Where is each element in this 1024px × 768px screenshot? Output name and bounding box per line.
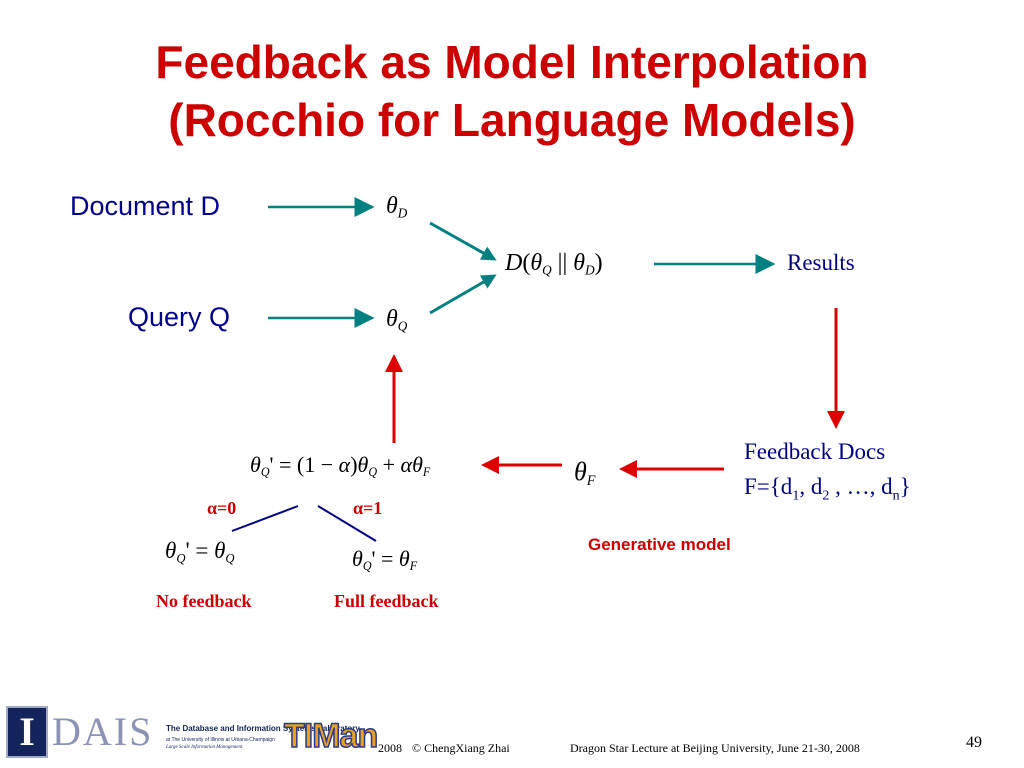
kl-divergence-formula: D(θQ || θD) (505, 250, 603, 278)
arrow-theta-d-to-kl (429, 221, 497, 261)
no-feedback-label: No feedback (156, 591, 252, 611)
illinois-logo: I (6, 706, 48, 758)
branch-line-full-feedback (317, 505, 377, 542)
alpha-one-label: α=1 (353, 498, 383, 518)
generative-model-label: Generative model (588, 535, 731, 554)
dais-logo-tagline: Large Scale Information Management (166, 745, 243, 750)
alpha-zero-label: α=0 (207, 498, 237, 518)
full-feedback-formula: θQ' = θF (352, 546, 418, 574)
document-d-label: Document D (70, 191, 221, 221)
page-number: 49 (966, 734, 982, 751)
footer-copyright: © ChengXiang Zhai (412, 741, 510, 755)
dais-logo-subtitle: The Database and Information Systems Lab… (166, 724, 360, 733)
dais-logo: DAIS (52, 709, 154, 754)
slide-title-line-1: Feedback as Model Interpolation (155, 36, 869, 88)
timan-logo: TIMan (283, 716, 379, 756)
theta-q-symbol: θQ (386, 306, 408, 334)
footer-lecture: Dragon Star Lecture at Beijing Universit… (570, 741, 860, 755)
feedback-docs-title: Feedback Docs (744, 439, 886, 464)
theta-d-symbol: θD (386, 193, 408, 221)
arrow-theta-q-to-kl (429, 274, 497, 315)
theta-f-symbol: θF (574, 457, 596, 489)
footer-year: 2008 (378, 741, 402, 755)
full-feedback-label: Full feedback (334, 591, 439, 611)
slide-title-line-2: (Rocchio for Language Models) (168, 94, 856, 146)
branch-line-no-feedback (231, 505, 299, 532)
dais-logo-affiliation: at The University of Illinois at Urbana-… (166, 737, 275, 743)
no-feedback-formula: θQ' = θQ (165, 538, 235, 566)
feedback-docs-set: F={d1, d2 , …, dn} (744, 474, 911, 504)
results-label: Results (787, 250, 855, 275)
interpolation-formula: θQ' = (1 − α)θQ + αθF (250, 452, 431, 480)
query-q-label: Query Q (128, 302, 231, 332)
